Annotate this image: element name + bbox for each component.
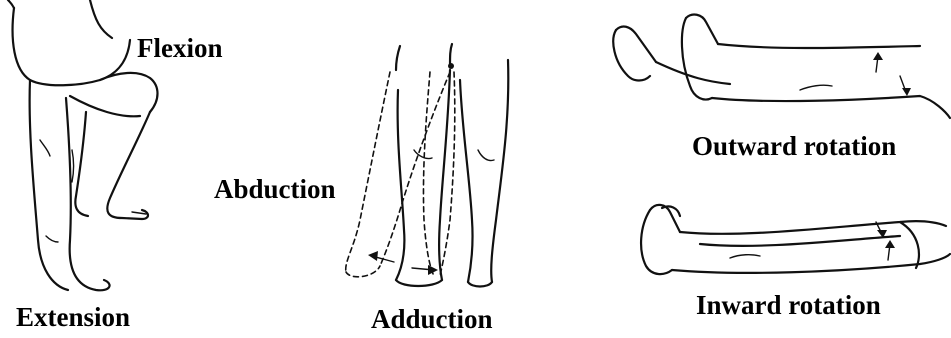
flexed-thigh-under <box>70 96 140 116</box>
right-foot <box>468 282 492 287</box>
inward-rotation-legs <box>641 205 950 274</box>
left-leg-outer <box>396 90 404 280</box>
abducted-foot <box>346 266 380 277</box>
flexed-shin-front <box>107 112 150 219</box>
outward-rotation-legs <box>613 15 950 118</box>
outward-arrowhead-up <box>873 52 883 60</box>
inward-foot-left <box>641 210 672 274</box>
inward-rotation-label: Inward rotation <box>696 292 881 319</box>
calf-line <box>72 150 74 182</box>
hip-top-right <box>450 44 452 66</box>
inward-leg-mid <box>700 236 900 246</box>
outward-leg-top <box>718 44 920 48</box>
hip-outline <box>13 8 130 85</box>
outward-rotation-label: Outward rotation <box>692 133 896 160</box>
right-leg-inner <box>460 80 473 282</box>
flexed-shin-back <box>75 112 88 216</box>
outward-arrowhead-down <box>902 88 911 96</box>
knee-crease <box>40 140 50 156</box>
abduction-arrowhead <box>368 251 378 261</box>
flexed-thigh <box>100 73 158 112</box>
inward-knee-line <box>730 255 760 258</box>
standing-leg-front <box>66 98 110 290</box>
outward-leg-bottom <box>712 96 950 118</box>
outward-leg-mid <box>656 62 730 84</box>
abduction-adduction-drawing <box>330 0 520 300</box>
waist-outline <box>90 0 112 38</box>
hip-top-left <box>396 46 400 70</box>
inward-heel <box>900 222 919 268</box>
back-outline <box>8 0 14 8</box>
outward-knee-line <box>800 85 832 90</box>
adducted-leg-outer <box>423 72 434 276</box>
outward-foot-right <box>682 18 712 100</box>
hip-pivot <box>448 63 454 69</box>
abduction-label: Abduction <box>214 176 336 203</box>
abducted-leg-outer <box>346 72 390 272</box>
flexion-label: Flexion <box>137 35 223 62</box>
right-leg-outer <box>491 60 508 282</box>
outward-foot-right-toes <box>686 15 718 44</box>
inward-arrowhead-up <box>885 240 895 248</box>
adduction-label: Adduction <box>371 306 493 333</box>
outward-foot-left <box>613 30 650 81</box>
standing-leg-back <box>30 80 68 290</box>
left-leg-inner <box>439 70 450 280</box>
flexed-toe <box>132 212 146 214</box>
inward-leg-bottom <box>672 254 950 273</box>
ankle-mark <box>46 236 58 242</box>
left-foot <box>396 280 442 286</box>
right-knee <box>478 150 494 161</box>
extension-label: Extension <box>16 304 130 331</box>
outward-foot-left-toes <box>616 27 656 62</box>
